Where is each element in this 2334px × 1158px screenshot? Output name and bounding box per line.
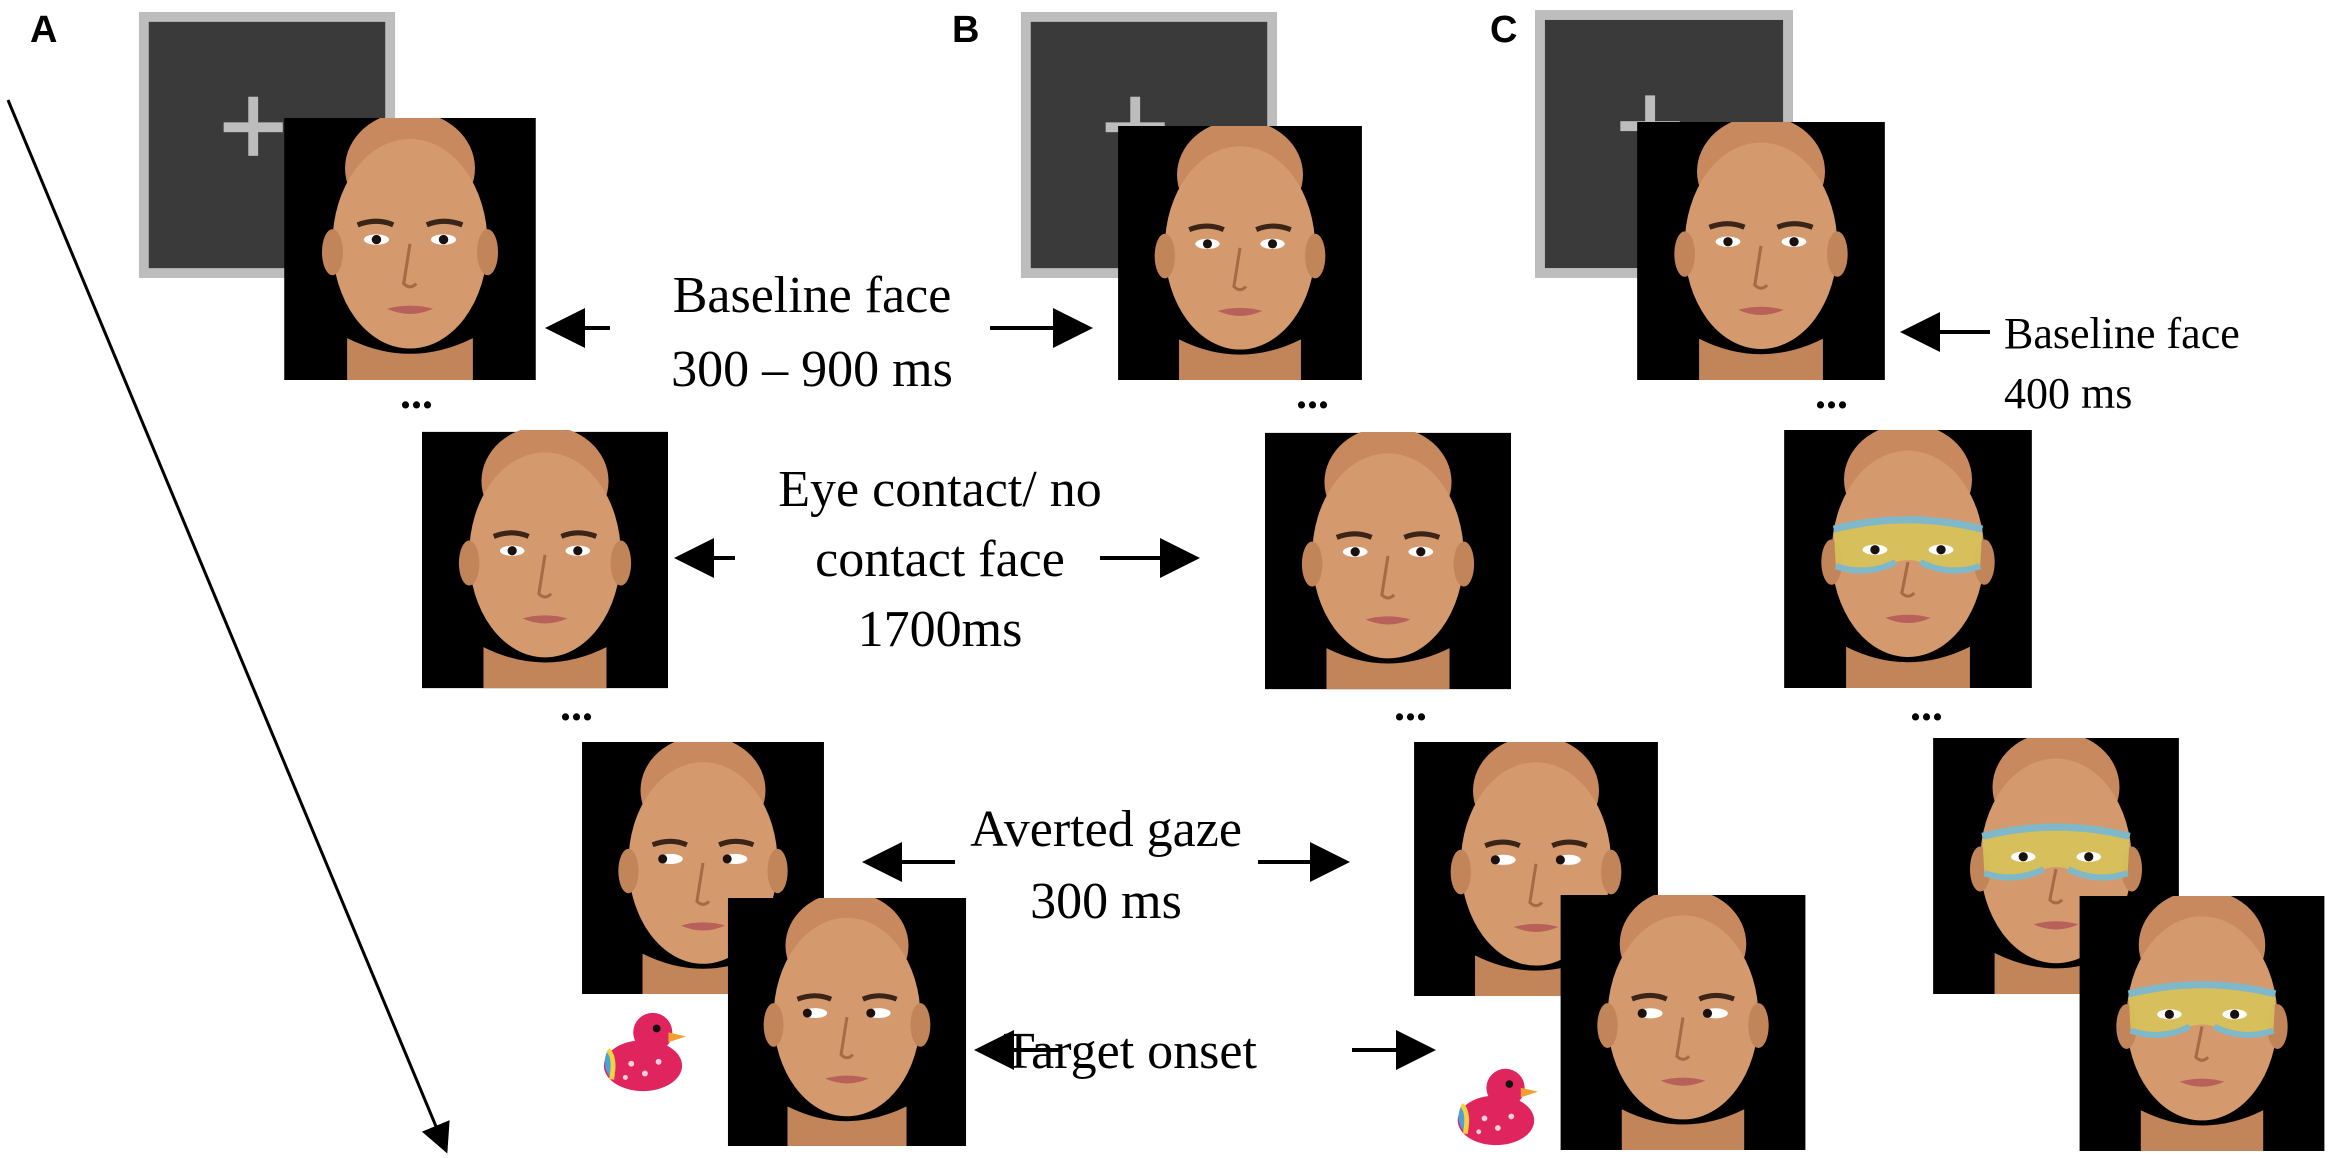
label-eye-line2: contact face: [815, 531, 1065, 588]
ellipsis-b1: ...: [1296, 369, 1329, 418]
label-eye-line1: Eye contact/ no: [778, 461, 1101, 518]
target-face-b: [1561, 889, 1806, 1150]
baseline-face-b: [1118, 120, 1362, 380]
duck-target-a: [604, 1013, 686, 1091]
time-arrow: [6, 99, 450, 1154]
panel-label-c: C: [1490, 9, 1517, 51]
baseline-face-a: [284, 112, 536, 380]
label-baseline-line1: Baseline face: [673, 267, 952, 324]
label-baseline-line2: 300 – 900 ms: [671, 341, 953, 398]
label-c-baseline-line2: 400 ms: [2004, 369, 2132, 418]
masked-face-c: [1784, 424, 2032, 688]
eye-contact-face-a: [422, 426, 668, 688]
target-face-a: [728, 892, 966, 1146]
baseline-face-c: [1637, 116, 1885, 380]
ellipsis-c1: ...: [1815, 369, 1848, 418]
duck-target-b: [1458, 1069, 1538, 1145]
label-averted-line2: 300 ms: [1030, 873, 1182, 930]
label-averted-line1: Averted gaze: [970, 801, 1242, 858]
eye-contact-face-b: [1265, 427, 1511, 689]
ellipsis-c2: ...: [1910, 681, 1943, 730]
panel-label-a: A: [30, 9, 57, 51]
ellipsis-a2: ...: [560, 681, 593, 730]
ellipsis-a1: ...: [400, 369, 433, 418]
masked-target-face-c: [2080, 890, 2325, 1151]
ellipsis-b2: ...: [1394, 681, 1427, 730]
label-eye-line3: 1700ms: [858, 601, 1023, 658]
panel-label-b: B: [952, 9, 979, 51]
label-c-baseline-line1: Baseline face: [2004, 309, 2240, 358]
